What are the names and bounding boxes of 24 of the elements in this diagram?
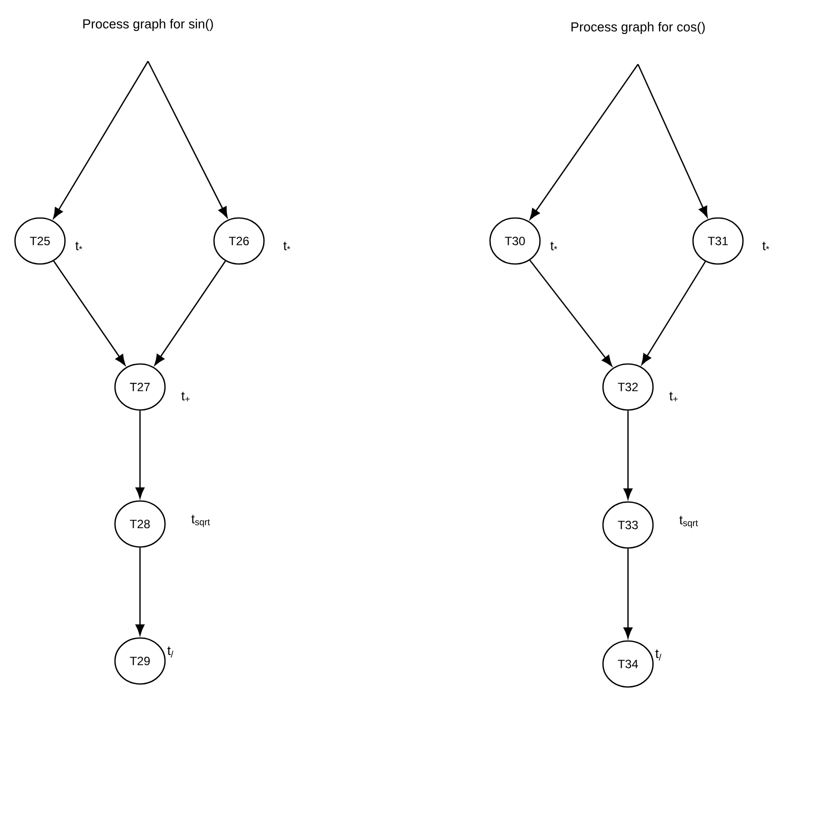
graph-title: Process graph for cos()	[572, 22, 705, 34]
arrow	[136, 410, 144, 498]
arrow	[154, 260, 226, 366]
time-label: t$_{*}$	[283, 242, 290, 250]
time-label: t$_{*}$	[75, 242, 82, 250]
time-label: t$_{/}$	[167, 646, 174, 658]
time-label: t$_{/}$	[655, 650, 662, 660]
arrow	[529, 260, 612, 366]
time-label: t$_{*}$	[762, 242, 770, 250]
arrow	[53, 60, 149, 219]
arrow	[624, 548, 632, 638]
arrow	[624, 410, 632, 500]
time-label: t$_{sqrt}$	[679, 516, 698, 528]
arrow	[637, 64, 708, 218]
time-label: t$_{+}$	[181, 392, 190, 402]
arrow	[530, 64, 639, 220]
time-label: t$_{*}$	[550, 242, 558, 250]
time-label: t$_{+}$	[669, 392, 678, 402]
time-label: t$_{sqrt}$	[191, 514, 210, 528]
arrow	[136, 548, 144, 636]
arrow	[147, 60, 228, 218]
graph-title: Process graph for sin()	[83, 18, 213, 32]
arrow	[641, 261, 706, 365]
arrow	[53, 260, 126, 366]
